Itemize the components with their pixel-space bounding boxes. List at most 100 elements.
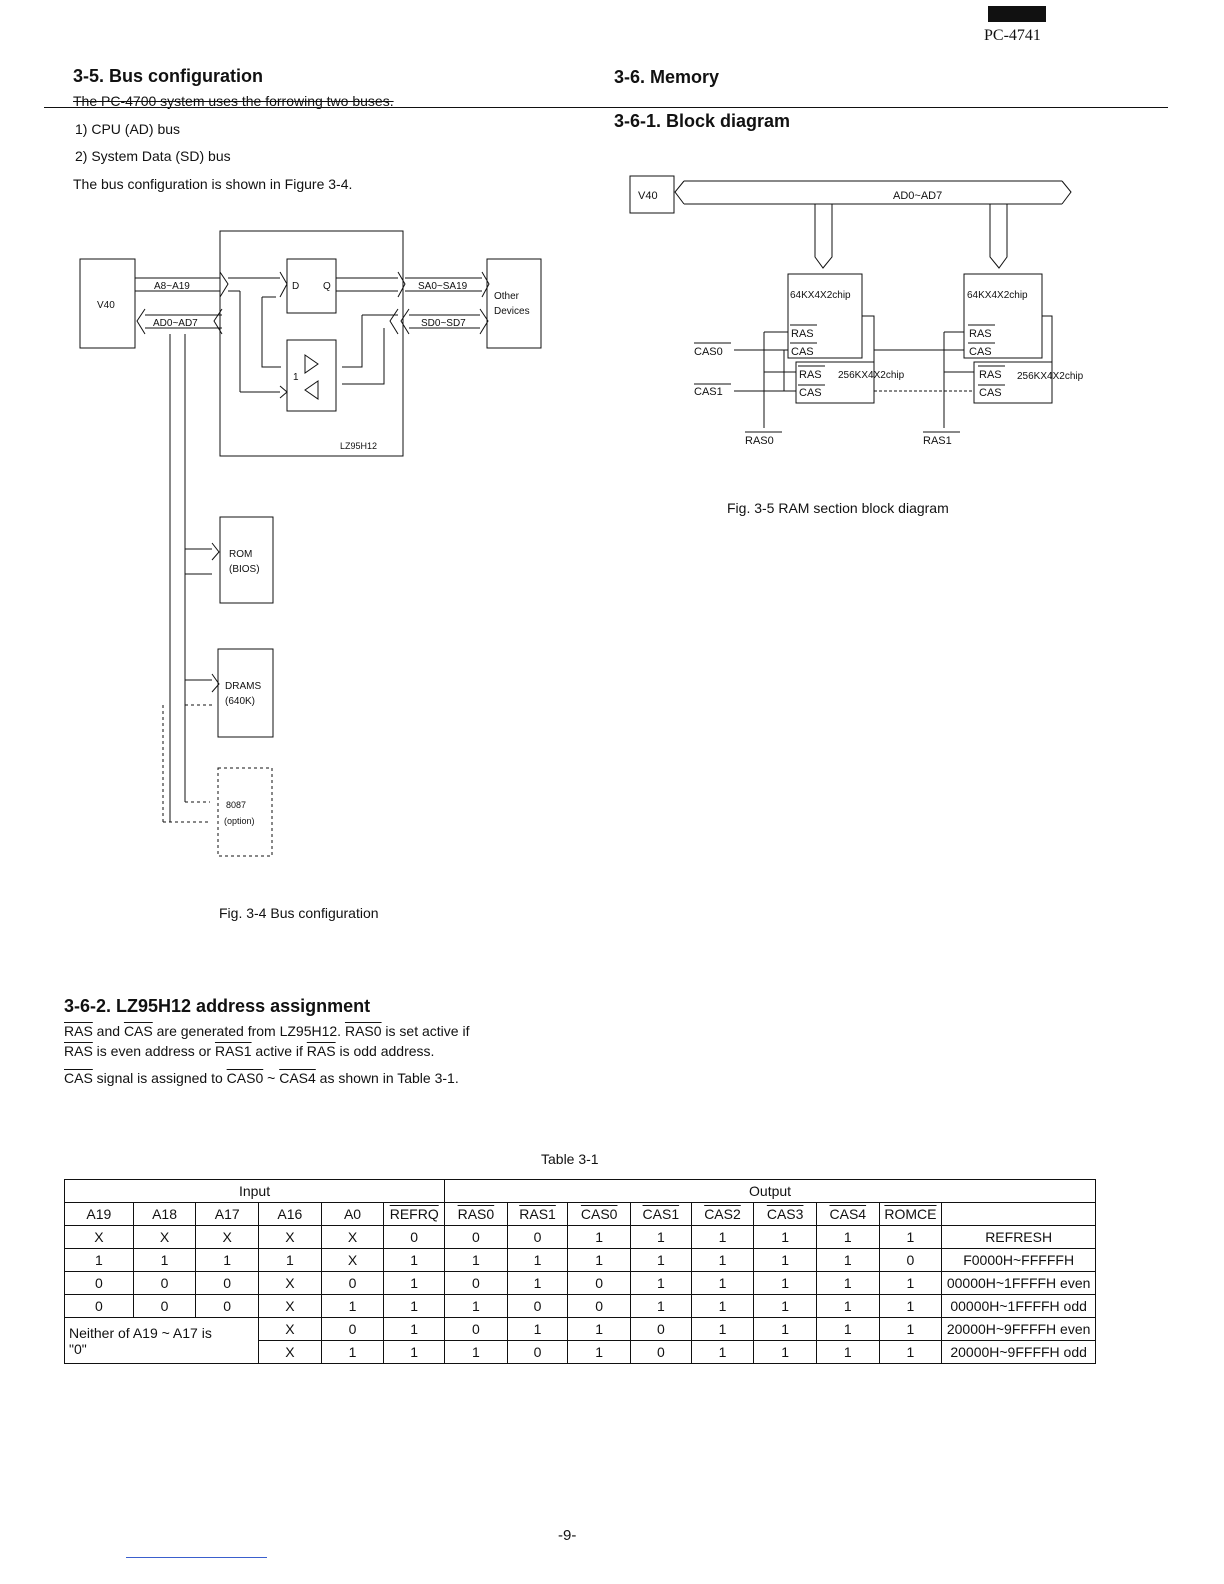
page-rule [44, 107, 1168, 108]
table-cell: 1 [690, 1248, 755, 1272]
cas-pin-label: CAS [969, 346, 992, 358]
other-devices-label-2: Devices [494, 306, 530, 317]
table-cell: 1 [320, 1340, 385, 1364]
footer-rule [126, 1557, 267, 1558]
table-cell: 1 [195, 1248, 260, 1272]
cas-pin-label: CAS [791, 346, 814, 358]
table-cell: X [258, 1225, 322, 1249]
ras1-signal: RAS1 [214, 1043, 252, 1059]
table-cell: 0 [320, 1317, 385, 1341]
text-run: is even address or [92, 1043, 215, 1059]
table-cell: X [195, 1225, 260, 1249]
model-number: PC-4741 [984, 27, 1041, 44]
lz95h12-label: LZ95H12 [340, 441, 377, 451]
neither-label: Neither of A19 ~ A17 is [69, 1324, 212, 1341]
neither-a19-a17-cell: Neither of A19 ~ A17 is"0" [63, 1317, 260, 1364]
latch-d-label: D [292, 281, 299, 292]
cas-pin-label: CAS [979, 387, 1002, 399]
column-header-blank [941, 1202, 1096, 1226]
table-cell: 1 [815, 1248, 880, 1272]
ad0-ad7-label: AD0~AD7 [893, 190, 942, 202]
table-cell: 0 [444, 1225, 508, 1249]
a8-a19-label: A8~A19 [154, 281, 190, 292]
table-cell: 1 [506, 1271, 569, 1295]
table-cell: 1 [878, 1225, 943, 1249]
ras0-signal: RAS0 [344, 1023, 382, 1039]
v40-box [79, 258, 136, 349]
text-run: signal is assigned to [92, 1070, 227, 1086]
cas-pin-label: CAS [799, 387, 822, 399]
neither-label-zero: "0" [69, 1340, 87, 1357]
drams-label-2: (640K) [225, 696, 255, 707]
table-cell: 1 [690, 1294, 755, 1318]
drams-label: DRAMS [225, 681, 261, 692]
column-header: A0 [320, 1202, 385, 1226]
table-cell: 1 [815, 1271, 880, 1295]
table-cell: 1 [258, 1248, 322, 1272]
cas-signal: CAS [64, 1070, 93, 1086]
text-run: active if [251, 1043, 307, 1059]
column-header: A17 [195, 1202, 260, 1226]
address-range-cell: 00000H~1FFFFH odd [941, 1294, 1096, 1318]
column-header: CAS0 [567, 1202, 632, 1226]
ras-pin-label: RAS [799, 369, 822, 381]
column-header: CAS3 [753, 1202, 817, 1226]
list-item: 1) CPU (AD) bus [75, 121, 181, 137]
table-cell: 1 [64, 1248, 134, 1272]
figure-caption: Fig. 3-5 RAM section block diagram [727, 500, 949, 516]
table-cell: 0 [506, 1225, 569, 1249]
table-cell: 1 [383, 1271, 446, 1295]
table-cell: 1 [815, 1340, 880, 1364]
table-cell: 1 [753, 1225, 817, 1249]
table-cell: 0 [383, 1225, 446, 1249]
section-paragraph: RAS and CAS are generated from LZ95H12. … [64, 1023, 469, 1039]
sa0-sa19-label: SA0~SA19 [418, 281, 468, 292]
output-group-header: Output [444, 1179, 1096, 1203]
table-cell: 1 [567, 1340, 632, 1364]
table-cell: 0 [444, 1317, 508, 1341]
table-cell: 1 [383, 1248, 446, 1272]
table-cell: X [64, 1225, 134, 1249]
table-cell: 1 [690, 1317, 755, 1341]
address-range-cell: F0000H~FFFFFH [941, 1248, 1096, 1272]
table-cell: 1 [567, 1317, 632, 1341]
table-cell: 1 [383, 1294, 446, 1318]
column-header: RAS0 [444, 1202, 508, 1226]
table-cell: 0 [567, 1294, 632, 1318]
table-cell: 0 [195, 1294, 260, 1318]
table-cell: 1 [690, 1271, 755, 1295]
table-caption: Table 3-1 [541, 1151, 599, 1167]
address-range-cell: REFRESH [941, 1225, 1096, 1249]
table-cell: 1 [444, 1294, 508, 1318]
ras-pin-label: RAS [979, 369, 1002, 381]
table-cell: 1 [753, 1271, 817, 1295]
ras-pin-label: RAS [969, 328, 992, 340]
column-header: A16 [258, 1202, 322, 1226]
input-group-header: Input [63, 1179, 446, 1203]
table-cell: X [258, 1294, 322, 1318]
latch-q-label: Q [323, 281, 331, 292]
column-header: CAS4 [815, 1202, 880, 1226]
table-cell: X [258, 1317, 322, 1341]
table-cell: 1 [506, 1317, 569, 1341]
text-run: and [92, 1023, 124, 1039]
table-cell: 1 [506, 1248, 569, 1272]
table-cell: 1 [878, 1294, 943, 1318]
text-run: as shown in Table 3-1. [315, 1070, 459, 1086]
table-cell: X [320, 1248, 385, 1272]
column-header: CAS1 [630, 1202, 692, 1226]
ras0-label: RAS0 [745, 435, 774, 447]
sd0-sd7-label: SD0~SD7 [421, 318, 466, 329]
table-cell: X [320, 1225, 385, 1249]
table-cell: 0 [320, 1271, 385, 1295]
drams-box [217, 648, 274, 738]
8087-option-label: (option) [224, 816, 255, 826]
ras-signal: RAS [306, 1043, 336, 1059]
table-cell: 0 [64, 1294, 134, 1318]
table-cell: 1 [878, 1317, 943, 1341]
table-cell: 1 [878, 1340, 943, 1364]
